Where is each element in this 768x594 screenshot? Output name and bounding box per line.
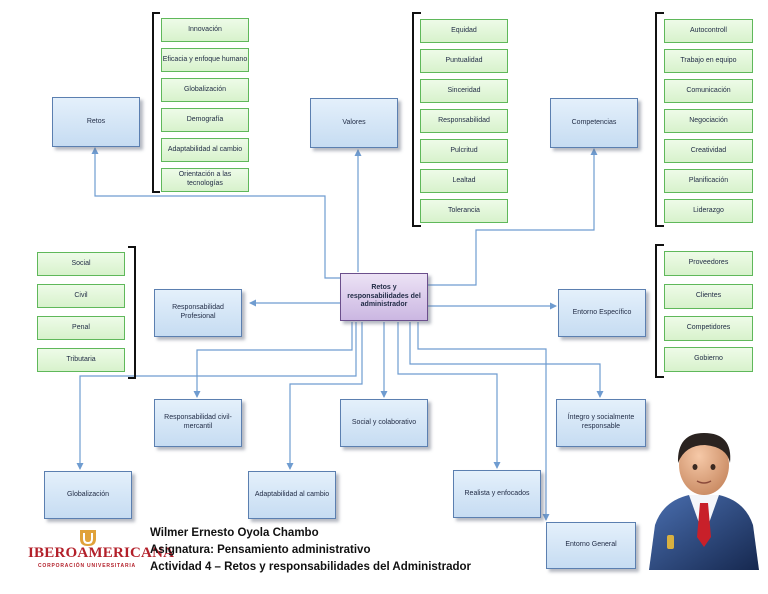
node-realista: Realista y enfocados: [453, 470, 541, 518]
responsabilidad-item: Penal: [37, 316, 125, 340]
businessman-avatar-icon: [649, 433, 759, 570]
retos-item: Eficacia y enfoque humano: [161, 48, 249, 72]
node-globalizacion: Globalización: [44, 471, 132, 519]
connectors: [76, 147, 604, 521]
competencias-item: Liderazgo: [664, 199, 753, 223]
node-competencias: Competencias: [550, 98, 638, 148]
retos-item: Demografía: [161, 108, 249, 132]
logo-sub-text: CORPORACIÓN UNIVERSITARIA: [38, 563, 136, 569]
entorno-item: Proveedores: [664, 251, 753, 276]
connector-retos: [91, 147, 342, 279]
bracket-competencias: [655, 12, 664, 227]
valores-item: Pulcritud: [420, 139, 508, 163]
competencias-item: Creatividad: [664, 139, 753, 163]
valores-item: Sinceridad: [420, 79, 508, 103]
competencias-item: Planificación: [664, 169, 753, 193]
logo-main-text: IBEROAMERICANA: [28, 545, 175, 561]
valores-item: Puntualidad: [420, 49, 508, 73]
connector-competencias: [428, 148, 598, 286]
connector-realista: [397, 322, 501, 469]
node-entorno-especifico: Entorno Específico: [558, 289, 646, 337]
responsabilidad-item: Civil: [37, 284, 125, 308]
valores-item: Responsabilidad: [420, 109, 508, 133]
bracket-responsabilidad: [128, 246, 136, 379]
connector-globalizacion: [76, 322, 357, 470]
entorno-item: Competidores: [664, 316, 753, 341]
center-node: Retos y responsabilidades del administra…: [340, 273, 428, 321]
valores-item: Tolerancia: [420, 199, 508, 223]
connector-integro: [409, 322, 604, 398]
bracket-entorno: [655, 244, 664, 378]
brackets: [128, 12, 664, 379]
activity-line: Actividad 4 – Retos y responsabilidades …: [150, 561, 472, 573]
competencias-item: Negociación: [664, 109, 753, 133]
bracket-retos: [152, 12, 160, 193]
competencias-item: Trabajo en equipo: [664, 49, 753, 73]
node-valores: Valores: [310, 98, 398, 148]
competencias-item: Autocontroll: [664, 19, 753, 43]
responsabilidad-item: Social: [37, 252, 125, 276]
node-civil-mercantil: Responsabilidad civil-mercantil: [154, 399, 242, 447]
connector-adaptabilidad: [286, 322, 363, 470]
valores-item: Lealtad: [420, 169, 508, 193]
subject-line: Asignatura: Pensamiento administrativo: [150, 544, 371, 556]
node-integro: Íntegro y socialmente responsable: [556, 399, 646, 447]
retos-item: Orientación a las tecnologías: [161, 168, 249, 192]
node-social-colaborativo: Social y colaborativo: [340, 399, 428, 447]
entorno-item: Clientes: [664, 284, 753, 309]
connector-civil-mercantil: [193, 322, 353, 398]
responsabilidad-item: Tributaria: [37, 348, 125, 372]
node-responsabilidad-profesional: Responsabilidad Profesional: [154, 289, 242, 337]
entorno-item: Gobierno: [664, 347, 753, 372]
author-name: Wilmer Ernesto Oyola Chambo: [150, 527, 319, 539]
retos-item: Globalización: [161, 78, 249, 102]
node-entorno-general: Entorno General: [546, 522, 636, 569]
valores-item: Equidad: [420, 19, 508, 43]
bracket-valores: [412, 12, 421, 227]
node-retos: Retos: [52, 97, 140, 147]
retos-item: Innovación: [161, 18, 249, 42]
competencias-item: Comunicación: [664, 79, 753, 103]
university-emblem-icon: [80, 530, 96, 546]
node-adaptabilidad: Adaptabilidad al cambio: [248, 471, 336, 519]
retos-item: Adaptabilidad al cambio: [161, 138, 249, 162]
connector-entorno-general: [417, 322, 550, 521]
